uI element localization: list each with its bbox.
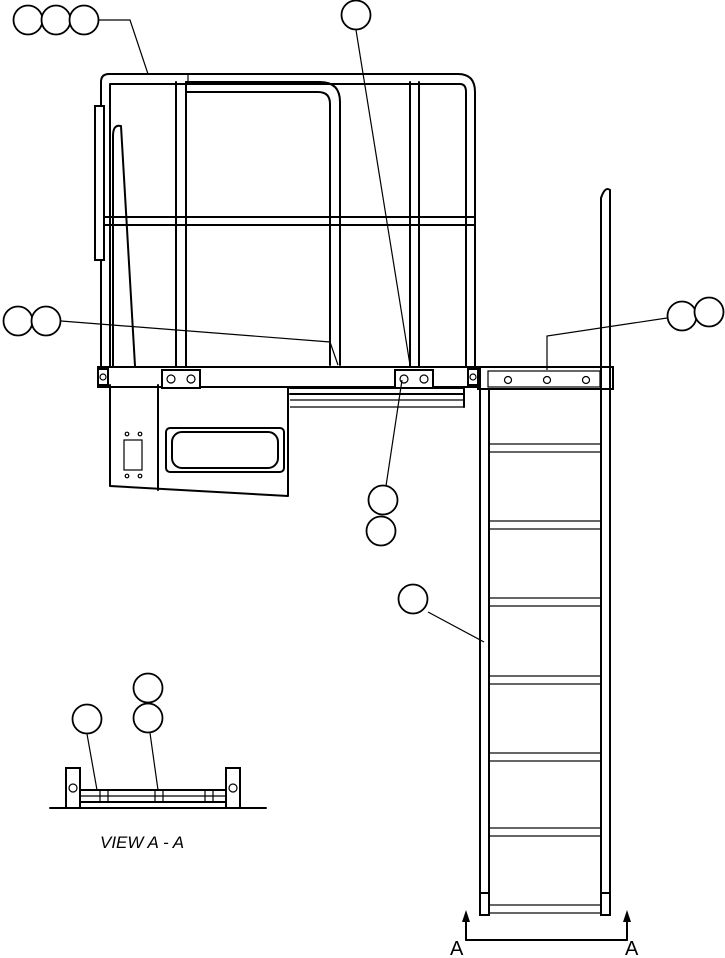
callout-bubble xyxy=(666,300,698,332)
callout-bubble xyxy=(71,703,103,735)
callout-bubble xyxy=(12,4,44,36)
section-marker-left: A xyxy=(450,938,464,958)
callout-bubble xyxy=(693,296,725,328)
callout-bubble xyxy=(365,515,397,547)
callout-bubble xyxy=(132,702,164,734)
support-bracket xyxy=(109,384,289,497)
platform xyxy=(97,366,614,408)
callout-bubble xyxy=(367,484,399,516)
callout-bubble xyxy=(397,583,429,615)
view-a-a-detail: VIEW A - A xyxy=(49,767,267,852)
section-line: A A xyxy=(450,910,639,958)
callout-bubble xyxy=(2,305,34,337)
callout-bubble xyxy=(132,672,164,704)
view-label: VIEW A - A xyxy=(100,833,184,852)
callout-bubble xyxy=(40,4,72,36)
ladder xyxy=(479,188,611,916)
callout-bubble xyxy=(68,4,100,36)
guardrail xyxy=(94,73,476,371)
callout-bubble xyxy=(30,305,62,337)
callout-bubbles xyxy=(2,0,725,735)
ladder-rungs xyxy=(488,443,602,914)
callout-bubble xyxy=(340,0,372,31)
leader-lines xyxy=(60,19,668,791)
section-marker-right: A xyxy=(625,938,639,958)
